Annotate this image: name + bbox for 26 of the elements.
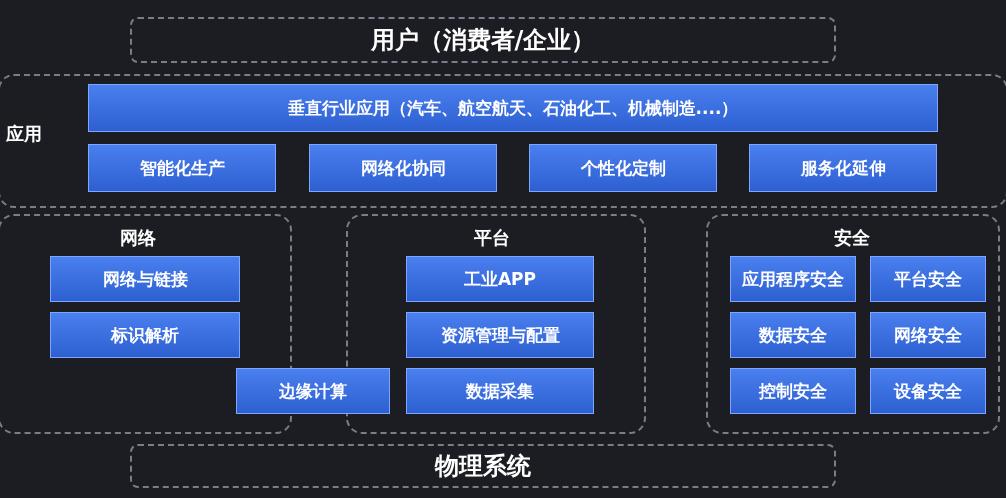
layer-box: 物理系统 [130,444,836,488]
section-title: 平台 [474,226,510,250]
section-title: 网络 [120,226,156,250]
module-box: 个性化定制 [529,144,717,192]
module-box: 数据安全 [730,312,856,358]
module-box: 数据采集 [406,368,594,414]
module-box: 应用程序安全 [730,256,856,302]
section-title: 安全 [834,226,870,250]
module-box: 工业APP [406,256,594,302]
layer-box: 用户（消费者/企业） [130,17,836,63]
section-title: 应用 [6,122,42,146]
module-box: 垂直行业应用（汽车、航空航天、石油化工、机械制造....） [88,84,938,132]
module-box: 资源管理与配置 [406,312,594,358]
module-box: 网络化协同 [309,144,497,192]
layer-panel [346,214,646,434]
module-box: 智能化生产 [88,144,276,192]
module-box: 控制安全 [730,368,856,414]
module-box: 平台安全 [870,256,986,302]
module-box: 标识解析 [50,312,240,358]
layer-panel [0,74,1006,208]
module-box: 设备安全 [870,368,986,414]
module-box: 网络安全 [870,312,986,358]
layer-panel [706,214,1000,434]
module-box: 服务化延伸 [749,144,937,192]
module-box: 网络与链接 [50,256,240,302]
module-box: 边缘计算 [236,368,390,414]
